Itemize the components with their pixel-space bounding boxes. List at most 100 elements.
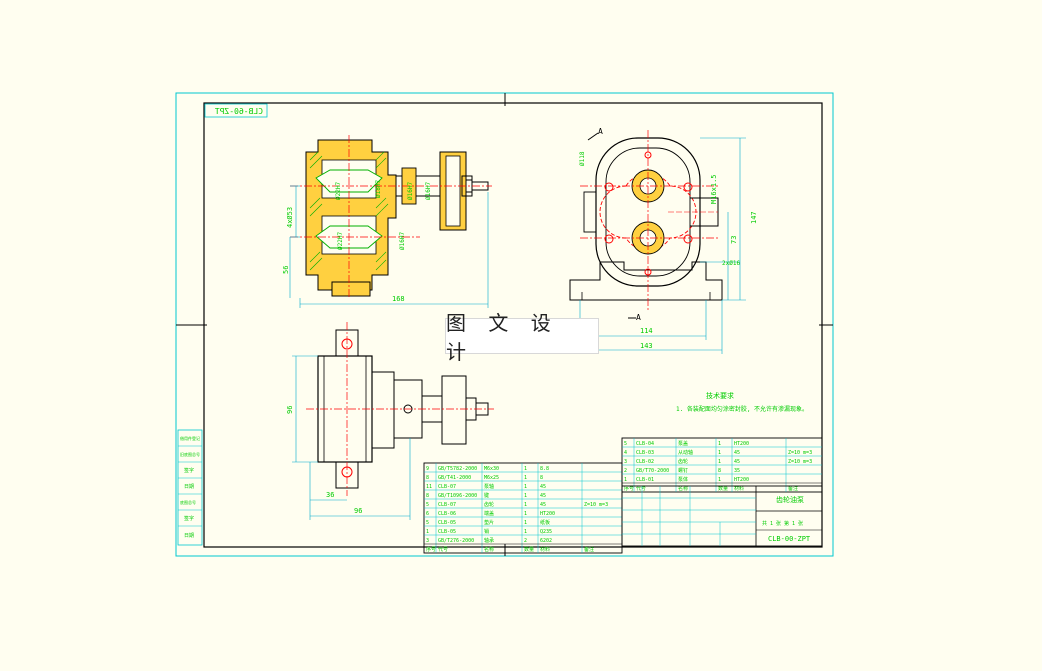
parts-right-header-cell: 材料	[734, 485, 744, 492]
parts-left-cell: 垫片	[484, 519, 494, 526]
parts-left-cell: 45	[540, 493, 546, 499]
parts-right-cell: 45	[734, 450, 740, 456]
callout-6: Ø16H7	[399, 232, 406, 250]
parts-left-cell: Q235	[540, 529, 552, 535]
strip-7: 日期	[184, 533, 194, 539]
parts-right-header-cell: 数量	[718, 485, 728, 492]
parts-left-cell: CLB-05	[438, 520, 456, 526]
callout-2: Ø18H7	[375, 180, 382, 198]
parts-left-cell: GB/T41-2000	[438, 475, 471, 481]
callout-1: Ø22H7	[335, 182, 342, 200]
parts-left-cell: M6x25	[484, 475, 499, 481]
top-view: 96 36 96	[286, 322, 494, 520]
strip-6: 签字	[184, 515, 194, 522]
parts-left-cell: 1	[524, 511, 527, 517]
parts-left-cell: 1	[524, 466, 527, 472]
callout-3: Ø16H7	[407, 182, 414, 200]
parts-left-cell: GB/T1096-2000	[438, 493, 477, 499]
parts-left-cell: 6202	[540, 538, 552, 544]
parts-left-cell: 1	[524, 475, 527, 481]
parts-right-cell: GB/T70-2000	[636, 468, 669, 474]
parts-right-cell: Z=10 m=3	[788, 459, 812, 465]
parts-left-cell: 1	[524, 484, 527, 490]
section-mark-top: A	[598, 127, 603, 136]
parts-right-cell: 螺钉	[678, 467, 688, 474]
parts-left-cell: 1	[524, 502, 527, 508]
tech-req-line1: 1. 各装配面均匀涂密封胶, 不允许有渗漏现象。	[676, 405, 808, 413]
parts-left-cell: GB/T5782-2000	[438, 466, 477, 472]
callout-4: Ø16H7	[425, 182, 432, 200]
parts-left-cell: CLB-06	[438, 511, 456, 517]
dim-side-h2: 73	[730, 236, 738, 244]
section-mark-bottom: A	[636, 313, 641, 322]
parts-right-cell: 齿轮	[678, 458, 688, 465]
parts-left-cell: HT200	[540, 511, 555, 517]
strip-2: 旧底图总号	[180, 451, 200, 457]
front-section-view: 4xØ53 56 168 Ø22H7 Ø18H7 Ø16H7 Ø16H7 Ø22…	[282, 135, 492, 308]
dim-side-w2: 143	[640, 342, 653, 350]
parts-right-cell: 5	[624, 441, 627, 447]
strip-4: 日期	[184, 484, 194, 490]
parts-right-cell: 1	[624, 477, 627, 483]
dim-front-width: 168	[392, 295, 405, 303]
left-strip: 借用件登记 旧底图总号 签字 日期 底图总号 签字 日期	[177, 429, 203, 546]
strip-5: 底图总号	[180, 499, 196, 505]
parts-left-cell: 销	[484, 528, 489, 535]
parts-right-cell: 2	[624, 468, 627, 474]
dim-top-w1: 36	[326, 491, 334, 499]
parts-right-cell: CLB-01	[636, 477, 654, 483]
parts-left-header-cell: 名称	[484, 546, 494, 553]
parts-left-cell: 5	[426, 502, 429, 508]
parts-left-cell: 9	[426, 466, 429, 472]
parts-right-cell: CLB-04	[636, 441, 654, 447]
strip-3: 签字	[184, 467, 194, 474]
parts-right-cell: Z=10 m=3	[788, 450, 812, 456]
parts-right-cell: 1	[718, 477, 721, 483]
parts-right-cell: HT200	[734, 477, 749, 483]
dim-side-d1: Ø118	[579, 151, 586, 166]
title-name: 齿轮油泵	[776, 495, 804, 504]
dim-front-height: 4xØ53	[286, 207, 294, 228]
side-view: 147 73 M16x1.5 2xØ16 114 143 Ø118 A A	[569, 127, 758, 354]
parts-left-cell: 1	[524, 493, 527, 499]
parts-left-cell: 1	[426, 529, 429, 535]
parts-left-header-cell: 数量	[524, 546, 534, 553]
parts-right-header-cell: 备注	[788, 485, 798, 492]
parts-left-cell: CLB-07	[438, 484, 456, 490]
parts-left-cell: 8	[426, 475, 429, 481]
parts-left-cell: 8	[540, 475, 543, 481]
title-sheet: 共 1 张 第 1 张	[762, 520, 803, 527]
callout-5: Ø22H7	[337, 232, 344, 250]
parts-right-cell: 从动轴	[678, 449, 693, 456]
parts-left-cell: 8.8	[540, 466, 549, 472]
parts-left-cell: 45	[540, 484, 546, 490]
parts-right-cell: HT200	[734, 441, 749, 447]
parts-left-cell: 端盖	[484, 510, 494, 517]
dim-side-w1: 114	[640, 327, 653, 335]
tech-req-title: 技术要求	[706, 391, 734, 400]
parts-right-header-cell: 代号	[636, 485, 646, 492]
parts-left-cell: 8	[426, 493, 429, 499]
drawing-no-mirrored: CLB-60-ZPT	[215, 107, 263, 116]
dim-side-h1: 147	[750, 211, 758, 224]
parts-right-cell: 1	[718, 441, 721, 447]
parts-right-cell: 1	[718, 459, 721, 465]
parts-left-cell: CLB-07	[438, 502, 456, 508]
parts-left-cell: 6	[426, 511, 429, 517]
strip-1: 借用件登记	[180, 435, 200, 441]
parts-right-cell: 泵盖	[678, 440, 688, 447]
centering-marks	[176, 93, 833, 556]
parts-right-cell: CLB-03	[636, 450, 654, 456]
parts-right-cell: 45	[734, 459, 740, 465]
dim-top-h: 96	[286, 406, 294, 414]
parts-left-cell: GB/T276-2000	[438, 538, 474, 544]
parts-right-cell: 3	[624, 459, 627, 465]
parts-left-cell: 1	[524, 520, 527, 526]
parts-right-cell: 1	[718, 450, 721, 456]
parts-right-cell: CLB-02	[636, 459, 654, 465]
dim-top-w2: 96	[354, 507, 362, 515]
parts-left-cell: Z=10 m=3	[584, 502, 608, 508]
